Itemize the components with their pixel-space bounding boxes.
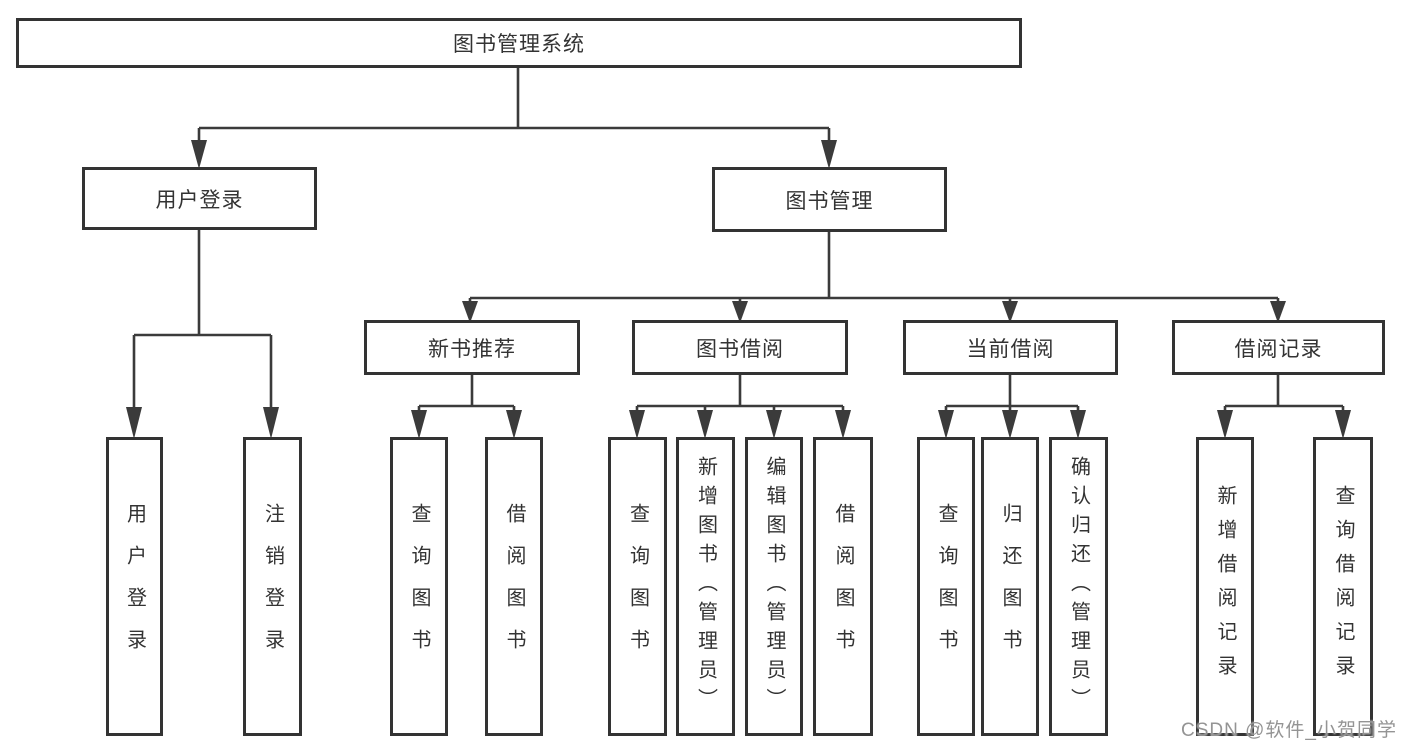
leaf-query-books-3: 查询图书: [917, 437, 975, 736]
node-label: 借阅记录: [1234, 337, 1323, 361]
arrowhead: [411, 410, 427, 439]
node-label: 新书推荐: [428, 337, 516, 361]
node-label: 用户登录: [123, 502, 146, 671]
arrowhead: [1217, 410, 1233, 439]
leaf-borrow-books-2: 借阅图书: [813, 437, 873, 736]
node-label: 编辑图书（管理员）: [763, 456, 785, 717]
node-root: 图书管理系统: [16, 18, 1022, 68]
leaf-confirm-return-admin: 确认归还（管理员）: [1049, 437, 1108, 736]
arrowhead: [697, 410, 713, 439]
node-label: 图书管理系统: [453, 33, 585, 56]
arrowhead: [462, 301, 478, 323]
arrowhead: [1070, 410, 1086, 439]
connector-user-login-split: [126, 230, 279, 439]
leaf-query-books-2: 查询图书: [608, 437, 667, 736]
node-label: 新增图书（管理员）: [694, 456, 717, 717]
connector-borrow-record-split: [1217, 375, 1351, 439]
node-label: 查询图书: [626, 502, 649, 671]
arrowhead: [126, 407, 142, 439]
node-label: 借阅图书: [832, 502, 854, 671]
leaf-edit-books-admin: 编辑图书（管理员）: [745, 437, 803, 736]
arrowhead: [766, 410, 782, 439]
node-label: 图书管理: [785, 189, 874, 213]
node-current-borrow: 当前借阅: [903, 320, 1118, 375]
node-label: 用户登录: [155, 188, 244, 212]
leaf-user-login: 用户登录: [106, 437, 163, 736]
leaf-logout: 注销登录: [243, 437, 302, 736]
node-label: 确认归还（管理员）: [1067, 456, 1090, 717]
arrowhead: [629, 410, 645, 439]
connector-root-split: [191, 68, 837, 169]
node-book-borrow: 图书借阅: [632, 320, 848, 375]
arrowhead: [191, 140, 207, 169]
arrowhead: [1335, 410, 1351, 439]
node-label: 查询图书: [935, 502, 957, 671]
arrowhead: [1270, 301, 1286, 323]
node-label: 归还图书: [999, 502, 1021, 671]
node-label: 注销登录: [261, 502, 284, 671]
node-label: 图书借阅: [696, 337, 784, 361]
arrowhead: [1002, 410, 1018, 439]
node-label: 查询借阅记录: [1332, 484, 1354, 689]
node-new-book-recommend: 新书推荐: [364, 320, 580, 375]
connector-new-book-split: [411, 375, 522, 439]
node-user-login: 用户登录: [82, 167, 317, 230]
node-label: 借阅图书: [503, 502, 525, 671]
watermark: CSDN @软件_小贺同学: [1181, 720, 1397, 741]
node-label: 新增借阅记录: [1214, 484, 1236, 689]
leaf-return-books: 归还图书: [981, 437, 1039, 736]
arrowhead: [821, 140, 837, 169]
leaf-query-borrow-record: 查询借阅记录: [1313, 437, 1373, 736]
arrowhead: [732, 301, 748, 323]
node-label: 查询图书: [408, 502, 430, 671]
node-label: 当前借阅: [966, 337, 1055, 361]
arrowhead: [938, 410, 954, 439]
arrowhead: [835, 410, 851, 439]
connector-book-management-split: [462, 232, 1286, 323]
arrowhead: [1002, 301, 1018, 323]
leaf-add-books-admin: 新增图书（管理员）: [676, 437, 735, 736]
arrowhead: [506, 410, 522, 439]
node-book-management: 图书管理: [712, 167, 947, 232]
leaf-borrow-books-1: 借阅图书: [485, 437, 543, 736]
leaf-add-borrow-record: 新增借阅记录: [1196, 437, 1254, 736]
connector-current-borrow-split: [938, 375, 1086, 439]
connector-book-borrow-split: [629, 375, 851, 439]
node-borrow-records: 借阅记录: [1172, 320, 1385, 375]
arrowhead: [263, 407, 279, 439]
leaf-query-books-1: 查询图书: [390, 437, 448, 736]
